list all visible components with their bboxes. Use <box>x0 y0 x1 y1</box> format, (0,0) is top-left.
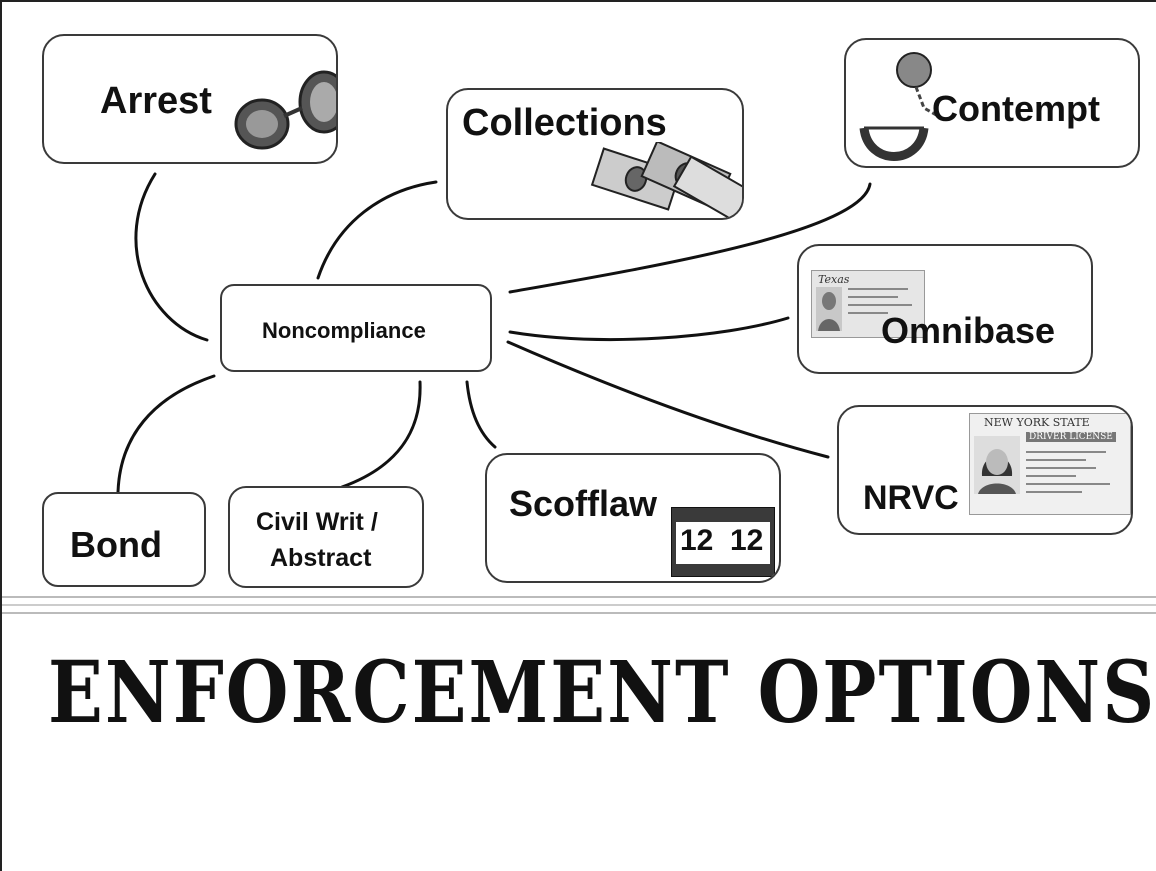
ny-license-text-lines <box>1026 451 1110 493</box>
ny-license-card: NEW YORK STATE DRIVER LICENSE <box>969 413 1131 515</box>
node-omnibase-label: Omnibase <box>881 310 1056 351</box>
license-text-lines <box>848 288 912 314</box>
node-noncompliance-label: Noncompliance <box>262 318 426 343</box>
connector-omnibase <box>508 316 790 341</box>
handcuffs-icon <box>234 70 336 150</box>
connector-collections <box>316 180 438 280</box>
node-bond: Bond <box>42 492 206 587</box>
connector-arrest <box>134 172 209 342</box>
node-civil-writ: Civil Writ / Abstract <box>228 486 424 588</box>
connector-civil-writ <box>340 380 422 489</box>
separator-rule <box>2 596 1156 614</box>
ball-and-chain-icon <box>859 52 939 161</box>
connector-nrvc <box>506 340 830 459</box>
node-civil-writ-line2: Abstract <box>270 544 372 572</box>
node-nrvc-label: NRVC <box>863 479 959 517</box>
node-noncompliance: Noncompliance <box>220 284 492 372</box>
node-scofflaw: Scofflaw 12 12 <box>485 453 781 583</box>
connector-lines <box>116 172 872 494</box>
driver-license-label: DRIVER LICENSE <box>1026 432 1116 442</box>
sticker-year: 12 <box>730 524 764 557</box>
license-photo-icon <box>816 287 842 331</box>
node-arrest-label: Arrest <box>100 80 212 122</box>
node-nrvc: NEW YORK STATE DRIVER LICENSE NRVC <box>837 405 1133 535</box>
texas-license-card: Texas <box>811 270 925 338</box>
sticker-month: 12 <box>680 524 714 557</box>
node-contempt: Contempt <box>844 38 1140 168</box>
node-arrest: Arrest <box>42 34 338 164</box>
ny-state-label: NEW YORK STATE <box>984 416 1090 429</box>
money-bills-icon <box>590 142 742 218</box>
slide-title: ENFORCEMENT OPTIONS <box>48 642 1156 743</box>
node-omnibase: Texas Omnibase <box>797 244 1093 374</box>
node-civil-writ-line1: Civil Writ / <box>256 508 378 536</box>
registration-sticker: 12 12 <box>671 507 775 577</box>
node-collections-label: Collections <box>462 102 667 144</box>
license-portrait-icon <box>974 436 1020 494</box>
node-bond-label: Bond <box>70 524 162 565</box>
connector-scofflaw <box>465 380 497 449</box>
node-contempt-label: Contempt <box>932 88 1100 129</box>
texas-label: Texas <box>818 273 850 286</box>
node-collections: Collections <box>446 88 744 220</box>
connector-bond <box>116 374 216 494</box>
node-scofflaw-label: Scofflaw <box>509 483 658 524</box>
connector-contempt <box>508 182 872 294</box>
